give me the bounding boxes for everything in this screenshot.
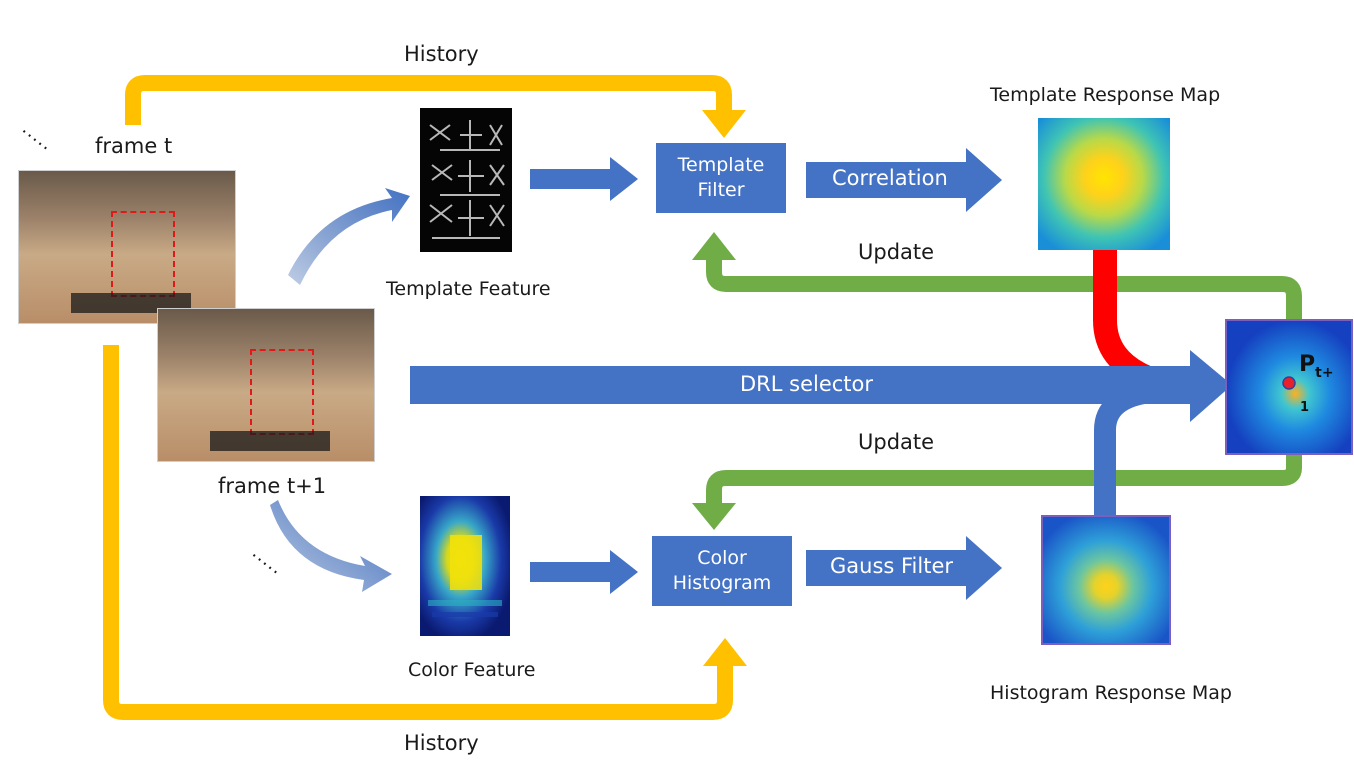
history-bottom-label: History [404,731,479,755]
history-top-path [125,75,746,138]
gauss-filter-arrow [806,536,1002,600]
tracked-point-sub: t+ [1315,365,1334,381]
histogram-response-map [1041,515,1171,645]
template-feature-label: Template Feature [386,278,551,300]
template-filter-label: Template Filter [677,154,765,201]
frame-t1-tracking-box [250,349,314,435]
frame-t1-label: frame t+1 [218,474,327,498]
frame-t-image [18,170,236,324]
histogram-branch-path [1094,381,1152,520]
color-histogram-box: Color Histogram [652,536,792,606]
to-color-feature-curve [270,500,392,592]
histogram-response-map-label: Histogram Response Map [990,682,1232,704]
update-bottom-path [692,455,1302,530]
tracked-point-main: P [1299,352,1316,377]
to-template-feature-curve [288,188,410,285]
drl-selector-arrow [410,350,1232,422]
color-feature-arrow [530,550,638,594]
template-filter-box: Template Filter [656,143,786,213]
template-branch-path [1093,250,1154,390]
update-top-path [692,232,1302,320]
color-histogram-label: Color Histogram [672,547,772,594]
frame-t-tracking-box [111,211,175,297]
template-response-map [1038,118,1170,250]
color-feature-label: Color Feature [408,659,536,681]
frame-t1-scoreboard [210,431,330,451]
update-top-label: Update [858,240,935,264]
correlation-arrow [806,148,1002,212]
tracked-point-marker [1282,376,1296,390]
drl-selector-label: DRL selector [740,372,874,396]
tracked-point-label: Pt+ [1299,352,1334,381]
tracked-point-line2: 1 [1300,400,1310,415]
history-bottom-path [103,345,747,720]
correlation-label: Correlation [832,166,948,190]
selector-response-map [1225,319,1353,455]
update-bottom-label: Update [858,430,935,454]
history-top-label: History [404,42,479,66]
color-feature-image [420,496,510,636]
template-feature-arrow [530,157,638,201]
frame-t-label: frame t [95,134,173,158]
frame-t1-image [157,308,375,462]
template-feature-image [420,108,512,252]
template-response-map-label: Template Response Map [990,84,1221,106]
gauss-filter-label: Gauss Filter [830,554,954,578]
